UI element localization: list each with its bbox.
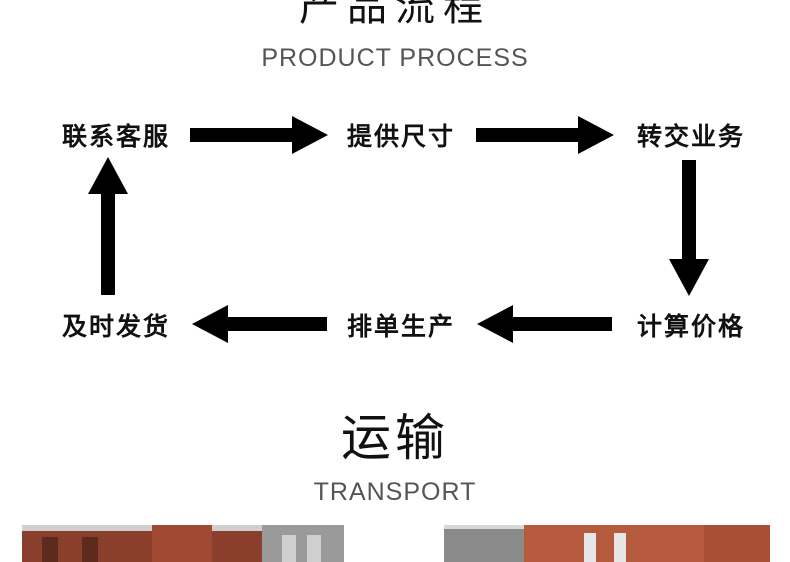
step-provide-size: 提供尺寸 <box>347 122 456 151</box>
transport-title: 运输 <box>341 409 449 467</box>
step-contact-service: 联系客服 <box>62 122 171 151</box>
step-timely-delivery: 及时发货 <box>62 312 171 341</box>
step-schedule-production: 排单生产 <box>347 312 456 341</box>
transport-photo-left <box>22 525 344 562</box>
arrow-left-1 <box>477 305 612 343</box>
arrow-right-1 <box>190 116 328 154</box>
arrow-left-2 <box>192 305 327 343</box>
page-subtitle: PRODUCT PROCESS <box>261 44 529 72</box>
transport-subtitle: TRANSPORT <box>313 478 477 506</box>
arrow-down <box>669 160 709 296</box>
transport-photo-right <box>404 525 770 562</box>
arrow-right-2 <box>476 116 614 154</box>
step-calculate-price: 计算价格 <box>637 312 746 341</box>
arrow-up <box>88 157 128 295</box>
page-title: 产品流程 <box>299 0 491 30</box>
step-transfer-business: 转交业务 <box>637 122 746 151</box>
